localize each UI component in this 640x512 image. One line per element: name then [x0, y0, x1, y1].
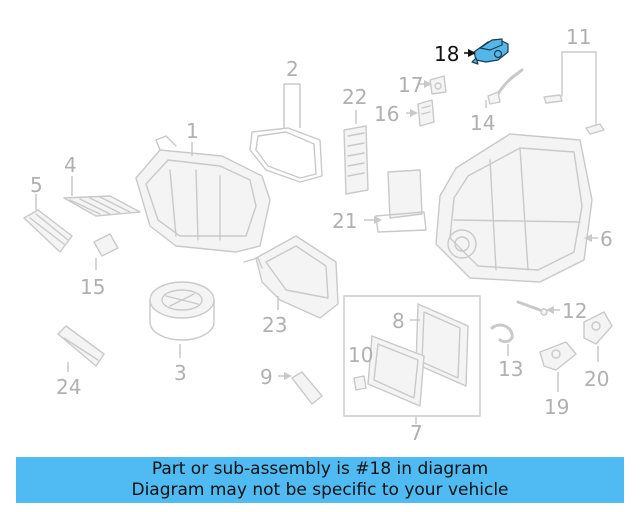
callout-11: 11 — [566, 25, 591, 49]
part-1-housing — [135, 135, 271, 253]
part-22 — [343, 125, 369, 195]
callout-22: 22 — [342, 85, 367, 109]
part-16 — [417, 99, 435, 127]
part-12 — [516, 300, 548, 316]
part-2-seal — [249, 127, 323, 183]
callout-4: 4 — [64, 153, 77, 177]
callout-12: 12 — [562, 299, 587, 323]
part-7-group-box — [343, 295, 481, 417]
part-4-filter — [63, 195, 141, 217]
part-3-blower — [149, 281, 215, 341]
part-20-actuator — [583, 311, 613, 345]
callout-24: 24 — [56, 375, 81, 399]
part-11-clips — [543, 51, 605, 135]
banner-line-1: Part or sub-assembly is #18 in diagram — [151, 459, 489, 479]
callout-1: 1 — [186, 119, 199, 143]
callout-3: 3 — [174, 361, 187, 385]
callout-21: 21 — [332, 209, 357, 233]
callout-7: 7 — [410, 421, 423, 445]
part-9-gasket — [291, 371, 323, 405]
callout-9: 9 — [260, 365, 273, 389]
part-6-hvac-module — [435, 133, 593, 283]
part-24 — [57, 325, 105, 367]
part-23-case — [243, 235, 339, 319]
part-19-actuator — [539, 341, 577, 371]
callout-13: 13 — [498, 357, 523, 381]
info-banner: Part or sub-assembly is #18 in diagram D… — [16, 457, 624, 503]
callout-19: 19 — [544, 395, 569, 419]
part-15 — [93, 233, 119, 257]
part-21 — [375, 169, 427, 233]
part-8-evaporator — [415, 303, 469, 387]
callout-20: 20 — [584, 367, 609, 391]
callout-14: 14 — [470, 111, 495, 135]
callout-23: 23 — [262, 313, 287, 337]
part-18-actuator[interactable] — [471, 38, 509, 65]
callout-8: 8 — [392, 309, 405, 333]
callout-10: 10 — [348, 343, 373, 367]
callout-15: 15 — [80, 275, 105, 299]
callout-6: 6 — [600, 227, 613, 251]
arrow-18 — [468, 49, 476, 57]
part-17 — [429, 75, 447, 95]
callout-16: 16 — [374, 102, 399, 126]
part-10-heater-core — [353, 335, 425, 407]
callout-5: 5 — [30, 173, 43, 197]
part-14-hose — [487, 68, 524, 105]
banner-line-2: Diagram may not be specific to your vehi… — [131, 480, 509, 500]
callout-2: 2 — [286, 57, 299, 81]
callout-18[interactable]: 18 — [434, 42, 459, 66]
part-13 — [490, 323, 514, 344]
part-5 — [23, 209, 73, 253]
callout-17: 17 — [398, 73, 423, 97]
